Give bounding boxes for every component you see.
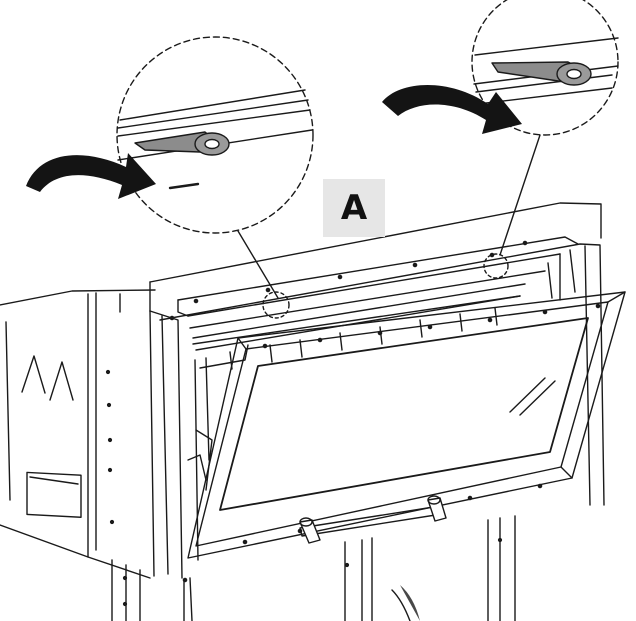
lever-latch-icon xyxy=(491,61,592,86)
curved-arrow-icon xyxy=(382,85,522,134)
magnifier-circle-right xyxy=(471,0,619,279)
side-wall xyxy=(0,289,156,579)
callout-label-box: A xyxy=(323,179,385,237)
door-handle xyxy=(299,495,447,544)
firebox-bricks xyxy=(194,295,521,561)
glass-door xyxy=(187,291,626,559)
callout-label: A xyxy=(340,188,368,228)
curved-arrow-icon xyxy=(26,153,156,199)
magnifier-circle-left xyxy=(116,36,314,319)
hood-panel xyxy=(119,202,602,313)
stand-legs xyxy=(111,515,516,621)
lever-latch-icon xyxy=(134,131,230,156)
door-frame xyxy=(149,236,605,583)
